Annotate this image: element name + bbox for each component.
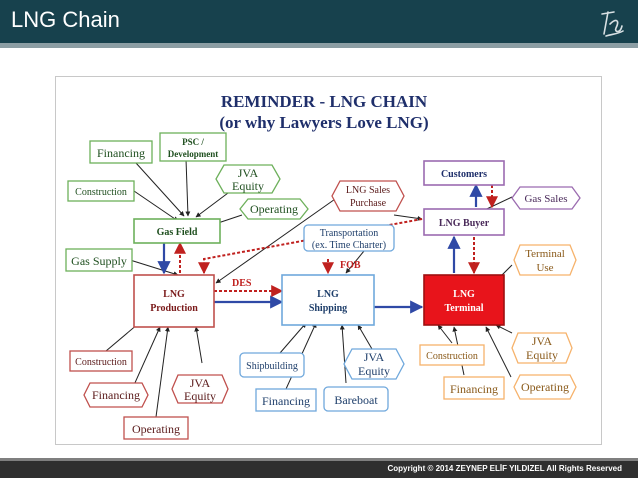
node-lng-buyer-text: LNG Buyer: [439, 218, 490, 229]
label-transportation: Transportation (ex. Time Charter): [303, 224, 395, 252]
label-des: DES: [232, 278, 252, 289]
label-jva-left-line1: JVA: [190, 376, 211, 390]
label-psc-development: PSC / Development: [159, 132, 227, 162]
label-lng-sales-line2: Purchase: [350, 198, 387, 209]
label-operating-left: Operating: [123, 416, 189, 440]
footer-copyright: Copyright © 2014 ZEYNEP ELİF YILDIZEL Al…: [387, 464, 622, 473]
lng-chain-svg: REMINDER - LNG CHAIN (or why Lawyers Lov…: [65, 92, 581, 440]
label-financing-right: Financing: [443, 376, 505, 400]
label-jva-mid: JVA Equity: [343, 348, 405, 380]
flow-arrows: [157, 183, 498, 314]
label-bareboat-text: Bareboat: [334, 393, 378, 407]
label-financing-mid: Financing: [255, 388, 317, 412]
label-shipbuilding: Shipbuilding: [239, 352, 305, 378]
label-jva-right-line2: Equity: [526, 348, 558, 362]
label-transportation-line1: Transportation: [320, 228, 379, 239]
label-construction-left: Construction: [69, 350, 133, 372]
lng-chain-diagram: REMINDER - LNG CHAIN (or why Lawyers Lov…: [55, 76, 602, 445]
label-financing-mid-text: Financing: [262, 394, 310, 408]
header-stripe: [0, 43, 638, 48]
label-bareboat: Bareboat: [323, 386, 389, 412]
diagram-title-line2: (or why Lawyers Love LNG): [219, 113, 428, 132]
slide-footer: Copyright © 2014 ZEYNEP ELİF YILDIZEL Al…: [0, 461, 638, 478]
node-lng-production: LNG Production: [133, 274, 215, 328]
label-jva-right-line1: JVA: [532, 334, 553, 348]
label-construction-top: Construction: [67, 180, 135, 202]
node-lng-terminal: LNG Terminal: [423, 274, 505, 326]
label-gas-supply: Gas Supply: [65, 248, 133, 272]
label-financing-left: Financing: [83, 382, 149, 408]
label-jva-right: JVA Equity: [511, 332, 573, 364]
signature-logo-icon: [601, 11, 624, 37]
label-operating-right-text: Operating: [521, 380, 569, 394]
label-transportation-line2: (ex. Time Charter): [312, 240, 386, 251]
label-lng-sales-purchase: LNG Sales Purchase: [331, 180, 405, 212]
connector-lines: [105, 158, 513, 418]
node-lng-shipping: LNG Shipping: [281, 274, 375, 326]
label-jva-top: JVA Equity: [215, 164, 281, 194]
label-psc-line1: PSC /: [182, 137, 204, 147]
diagram-title-line1: REMINDER - LNG CHAIN: [221, 92, 428, 111]
node-gas-field: Gas Field: [133, 218, 221, 244]
label-jva-left: JVA Equity: [171, 374, 229, 404]
node-lng-terminal-line2: Terminal: [444, 303, 483, 314]
label-terminal-use-line1: Terminal: [525, 248, 565, 260]
label-jva-top-line1: JVA: [238, 166, 259, 180]
label-financing-top-text: Financing: [97, 146, 145, 160]
label-gas-sales-text: Gas Sales: [524, 193, 567, 205]
label-operating-top-text: Operating: [250, 202, 298, 216]
footer-stripe: [0, 458, 638, 461]
node-lng-production-line1: LNG: [163, 289, 185, 300]
node-customers: Customers: [423, 160, 505, 186]
node-customers-text: Customers: [441, 169, 487, 180]
label-financing-left-text: Financing: [92, 388, 140, 402]
node-lng-terminal-line1: LNG: [453, 289, 475, 300]
label-financing-right-text: Financing: [450, 382, 498, 396]
label-construction-left-text: Construction: [75, 357, 127, 368]
label-psc-line2: Development: [168, 149, 219, 159]
node-lng-shipping-line2: Shipping: [309, 303, 347, 314]
label-gas-supply-text: Gas Supply: [71, 254, 127, 268]
label-lng-sales-line1: LNG Sales: [346, 185, 390, 196]
label-jva-mid-line1: JVA: [364, 350, 385, 364]
label-jva-left-line2: Equity: [184, 389, 216, 403]
slide-title: LNG Chain: [11, 7, 120, 32]
node-gas-field-text: Gas Field: [157, 227, 198, 238]
node-lng-production-line2: Production: [150, 303, 198, 314]
label-terminal-use: Terminal Use: [513, 244, 577, 276]
label-financing-top: Financing: [89, 140, 153, 164]
node-lng-shipping-line1: LNG: [317, 289, 339, 300]
label-construction-right: Construction: [419, 344, 485, 366]
label-jva-mid-line2: Equity: [358, 364, 390, 378]
label-fob: FOB: [340, 260, 361, 271]
label-construction-right-text: Construction: [426, 351, 478, 362]
node-lng-buyer: LNG Buyer: [423, 208, 505, 236]
label-operating-right: Operating: [513, 374, 577, 400]
label-gas-sales: Gas Sales: [511, 186, 581, 210]
slide-header: LNG Chain: [0, 0, 638, 43]
label-jva-top-line2: Equity: [232, 179, 264, 193]
label-terminal-use-line2: Use: [536, 262, 553, 274]
label-construction-top-text: Construction: [75, 187, 127, 198]
label-shipbuilding-text: Shipbuilding: [246, 361, 298, 372]
label-operating-top: Operating: [239, 198, 309, 220]
label-operating-left-text: Operating: [132, 422, 180, 436]
